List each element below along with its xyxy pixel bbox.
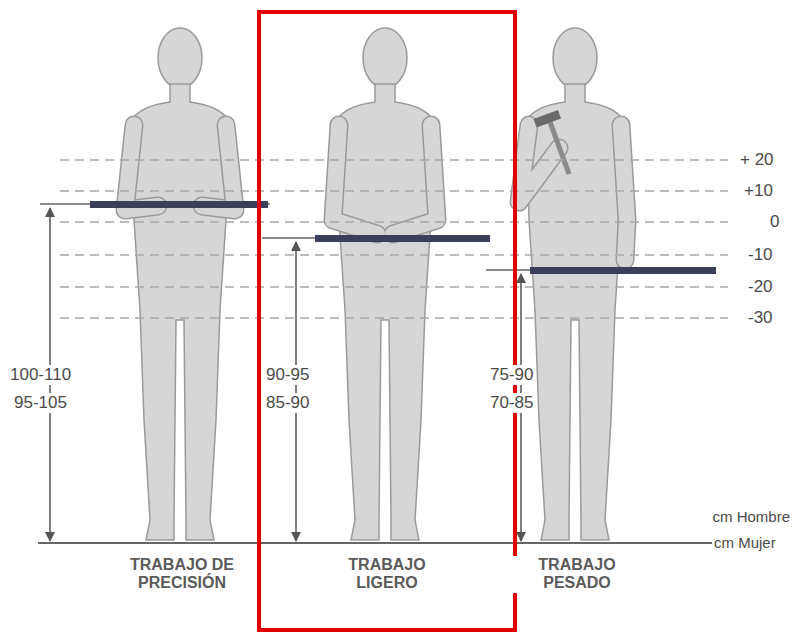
floor-line — [38, 542, 712, 544]
reference-line — [60, 254, 728, 256]
human-figure — [519, 28, 627, 540]
figure-arms — [333, 125, 437, 234]
reference-line — [60, 159, 728, 161]
scale-label: 0 — [768, 212, 781, 232]
figure-body — [527, 28, 623, 540]
human-figure — [333, 28, 437, 540]
scale-label: -20 — [746, 277, 775, 297]
unit-label: cm Mujer — [712, 534, 778, 551]
work-surface — [530, 267, 716, 274]
figure-body — [132, 28, 228, 540]
figure-body — [337, 28, 433, 540]
height-range-label: 100-110 — [8, 365, 73, 385]
height-range-label: 75-90 — [488, 365, 535, 385]
work-surface — [90, 201, 268, 208]
height-range-label: 70-85 — [488, 393, 535, 413]
dimension-arrow — [295, 242, 297, 541]
height-range-label: 90-95 — [264, 365, 311, 385]
highlight-frame — [259, 12, 515, 630]
human-figure — [125, 28, 235, 540]
scale-label: -30 — [746, 308, 775, 328]
figure-arms — [519, 125, 627, 260]
scale-label: + 20 — [738, 150, 776, 170]
work-type-label: TRABAJO DE PRECISIÓN — [115, 556, 249, 593]
figure-arms — [333, 125, 437, 234]
reference-line — [60, 317, 728, 319]
scale-label: +10 — [742, 181, 775, 201]
work-type-label: TRABAJO PESADO — [510, 556, 644, 593]
reference-line — [60, 190, 728, 192]
height-range-label: 95-105 — [12, 393, 69, 413]
unit-label: cm Hombre — [710, 508, 792, 525]
reference-line — [60, 286, 728, 288]
reference-lines — [60, 160, 728, 318]
work-type-label: TRABAJO LIGERO — [320, 556, 454, 593]
height-range-label: 85-90 — [264, 393, 311, 413]
hammer-head — [534, 110, 562, 127]
figure-arms — [125, 125, 235, 210]
work-surface — [315, 235, 490, 242]
scale-label: -10 — [746, 245, 775, 265]
hammer-handle — [547, 119, 572, 175]
figure-arms — [125, 125, 235, 210]
figure-arms — [519, 125, 627, 260]
reference-line — [60, 221, 728, 223]
